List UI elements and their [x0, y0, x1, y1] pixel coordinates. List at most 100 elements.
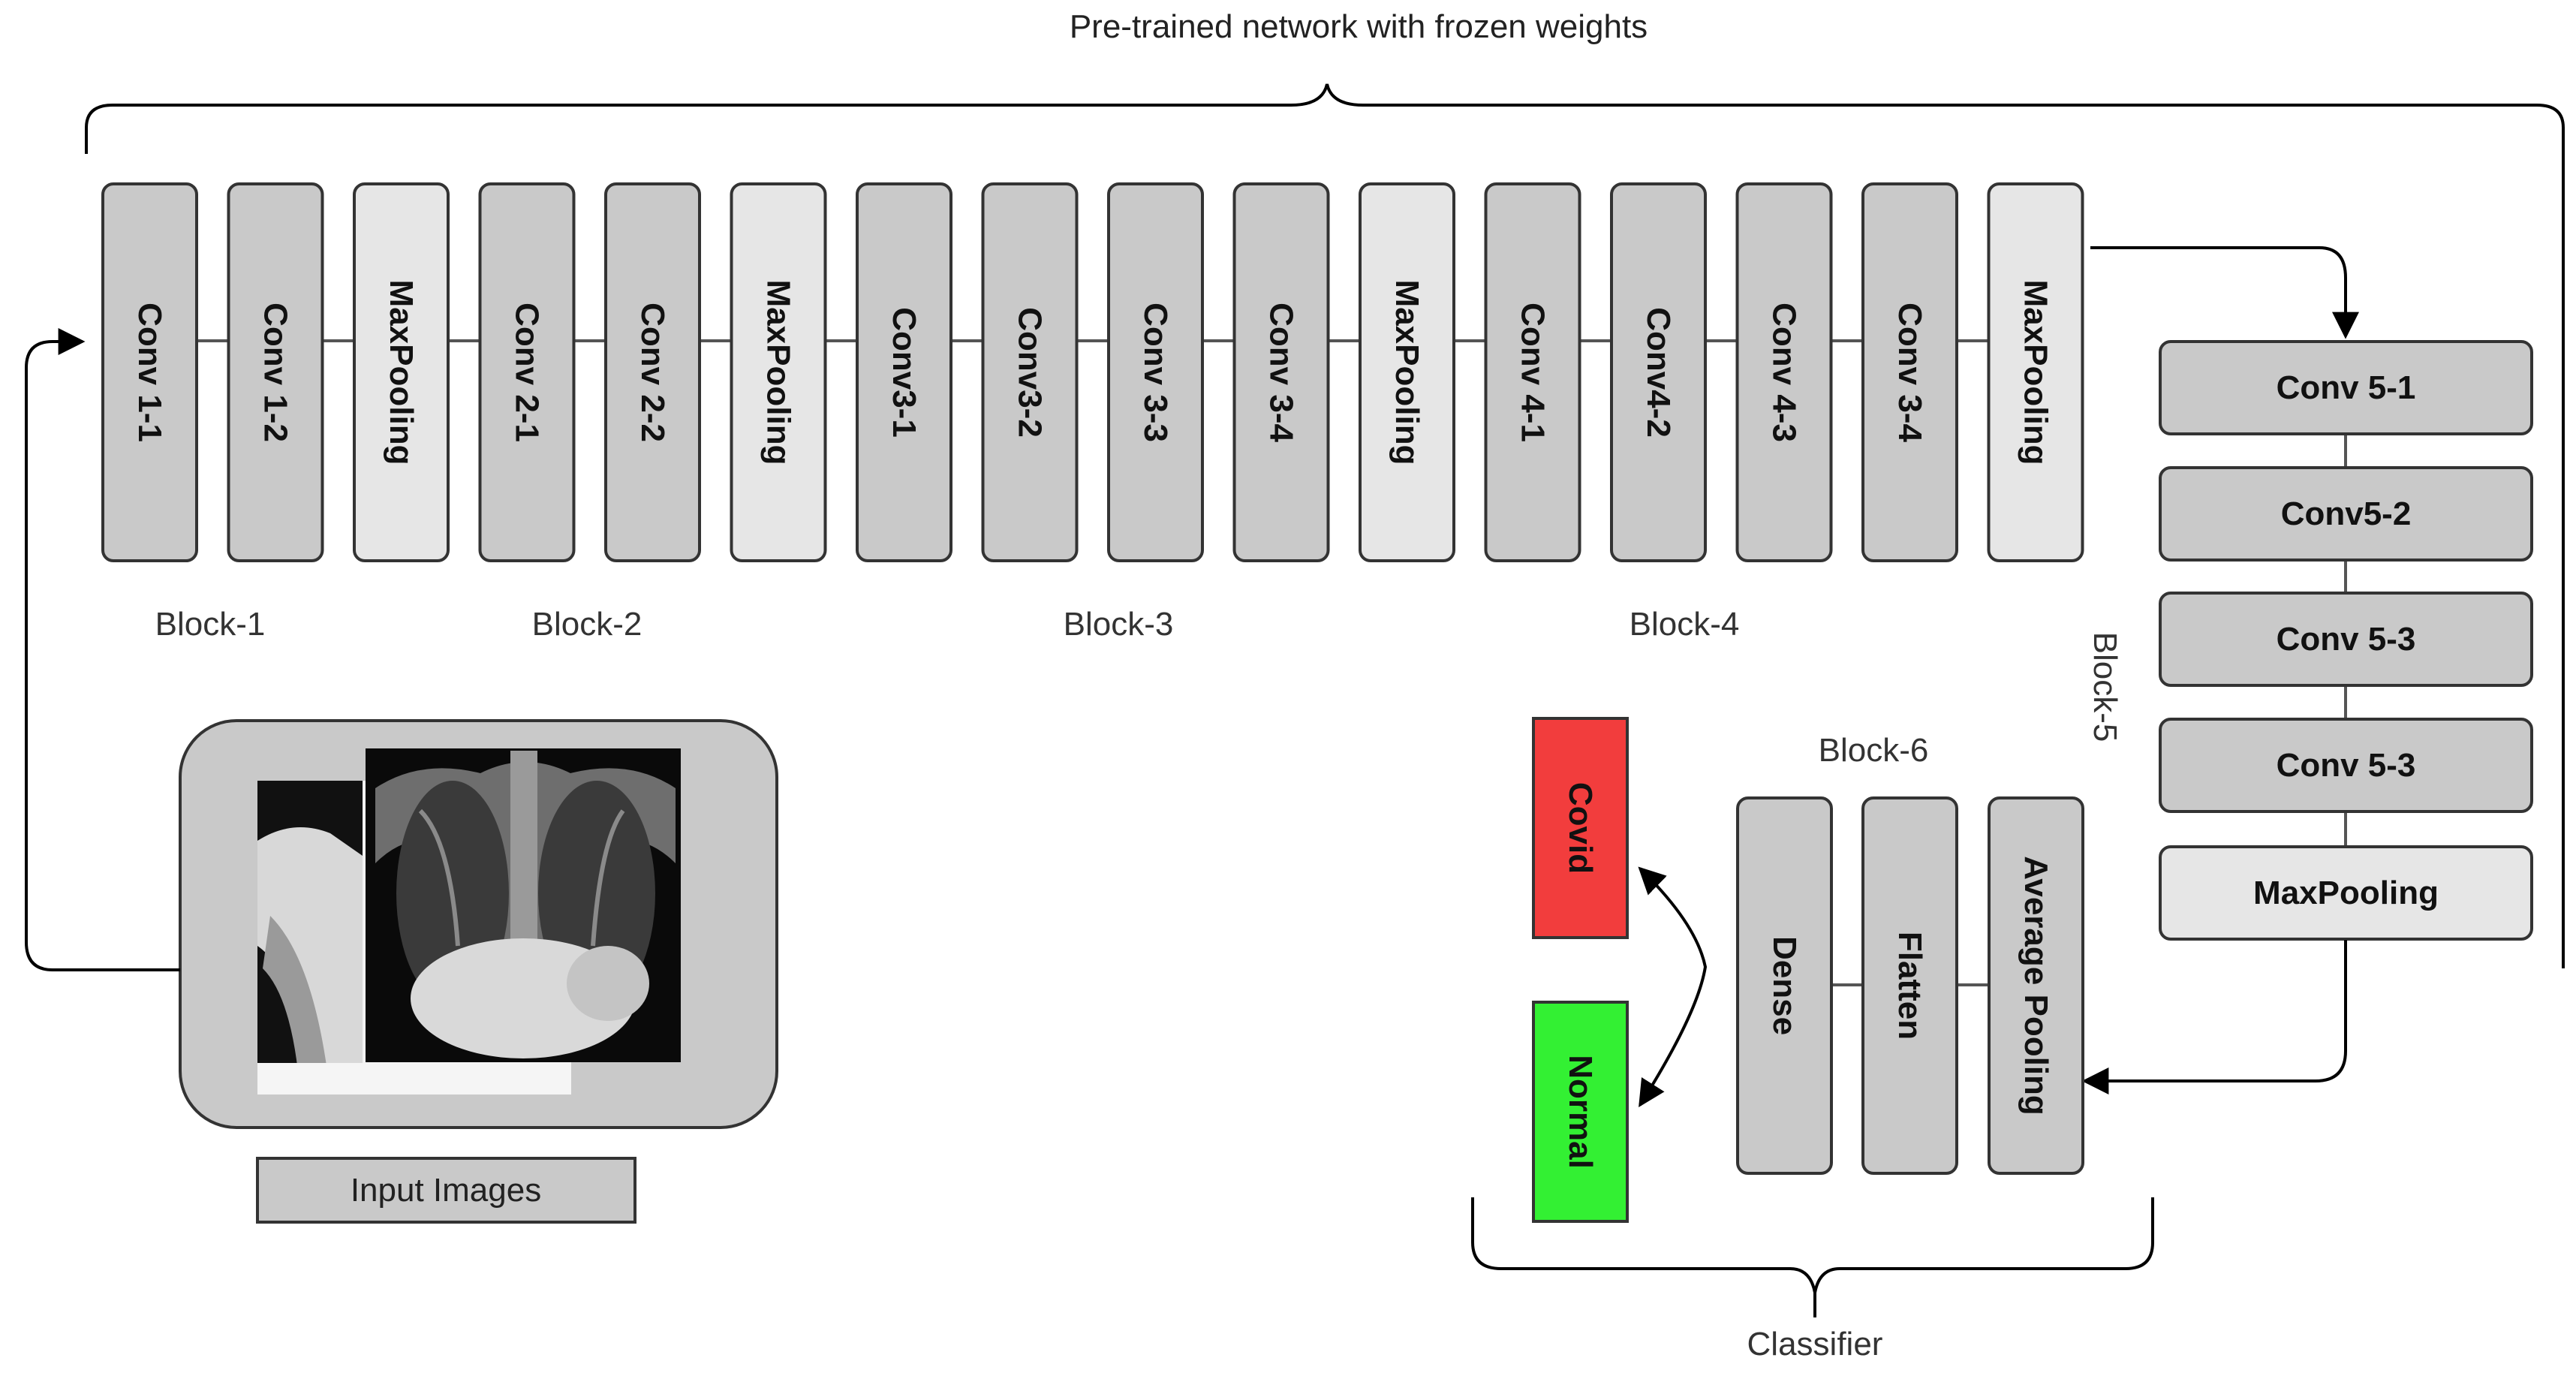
- block5-maxpooling-5: MaxPooling: [2159, 845, 2533, 941]
- block5-conv-5-3-4-label: Conv 5-3: [2277, 747, 2416, 784]
- layer-maxpooling-16-box: [1987, 182, 2084, 562]
- block5-conv-5-3-4-box: [2159, 718, 2533, 813]
- input-to-conv-arrow: [25, 328, 180, 971]
- layer-conv-3-3-9-box: [1107, 182, 1204, 562]
- block5-maxpooling-5-label: MaxPooling: [2253, 875, 2439, 911]
- layer-conv4-2-13-label: Conv4-2: [1640, 307, 1677, 438]
- block5-conv5-2-2-label: Conv5-2: [2281, 495, 2412, 532]
- layer-conv-3-4-15: Conv 3-4: [1861, 182, 1958, 562]
- xray-image-front: [366, 748, 681, 1062]
- block6-flatten-label: Flatten: [1891, 932, 1928, 1040]
- layer-maxpooling-11-label: MaxPooling: [1389, 280, 1425, 465]
- layer-maxpooling-11-box: [1359, 182, 1455, 562]
- block-5-label: Block-5: [2087, 632, 2123, 742]
- block5-to-block6-arrow: [2081, 940, 2347, 1094]
- output-covid-box: [1532, 717, 1629, 939]
- block6-average-pooling-label: Average Pooling: [2018, 856, 2054, 1116]
- layer-conv-1-1-1: Conv 1-1: [101, 182, 198, 562]
- block5-conv-5-1-1: Conv 5-1: [2159, 340, 2533, 435]
- block5-conv-5-3-4: Conv 5-3: [2159, 718, 2533, 813]
- block-3-label: Block-3: [1064, 606, 1174, 643]
- output-covid: Covid: [1532, 717, 1629, 939]
- layer-maxpooling-6-label: MaxPooling: [760, 280, 797, 465]
- layer-conv-3-4-10-label: Conv 3-4: [1263, 303, 1300, 442]
- block5-conv-5-1-1-box: [2159, 340, 2533, 435]
- layer-conv-4-1-12-box: [1484, 182, 1581, 562]
- layer-conv-2-1-4-label: Conv 2-1: [509, 303, 546, 442]
- layer-maxpooling-16: MaxPooling: [1987, 182, 2084, 562]
- block5-conv-5-1-1-label: Conv 5-1: [2277, 369, 2416, 406]
- layer-conv3-1-7: Conv3-1: [856, 182, 952, 562]
- output-covid-label: Covid: [1562, 782, 1599, 874]
- layer-conv-1-2-2-box: [227, 182, 324, 562]
- output-normal: Normal: [1532, 1001, 1629, 1223]
- layer-conv-3-4-15-label: Conv 3-4: [1891, 303, 1928, 442]
- block-6-label: Block-6: [1819, 732, 1929, 769]
- layer-conv-3-4-10: Conv 3-4: [1232, 182, 1330, 562]
- layer-maxpooling-16-label: MaxPooling: [2018, 280, 2054, 465]
- output-normal-box: [1532, 1001, 1629, 1223]
- layer-conv-2-2-5-box: [604, 182, 701, 562]
- layer-conv3-2-8: Conv3-2: [981, 182, 1079, 562]
- layer-conv-4-1-12-label: Conv 4-1: [1515, 303, 1551, 442]
- layer-conv3-2-8-label: Conv3-2: [1012, 307, 1049, 438]
- layer-conv3-1-7-label: Conv3-1: [886, 307, 922, 438]
- layer-conv-1-1-1-label: Conv 1-1: [131, 303, 168, 442]
- layer-conv-1-2-2-label: Conv 1-2: [257, 303, 294, 442]
- classifier-label: Classifier: [1747, 1326, 1883, 1362]
- layer-conv-3-3-9-label: Conv 3-3: [1137, 303, 1174, 442]
- block-2-label: Block-2: [532, 606, 642, 643]
- layer-conv-4-3-14: Conv 4-3: [1735, 182, 1833, 562]
- block6-flatten-box: [1861, 796, 1958, 1175]
- block-4-label: Block-4: [1630, 606, 1740, 643]
- block5-conv-5-3-3: Conv 5-3: [2159, 592, 2533, 687]
- block5-conv-5-3-3-box: [2159, 592, 2533, 687]
- layer-conv4-2-13: Conv4-2: [1610, 182, 1707, 562]
- top-to-block5-arrow: [2090, 246, 2359, 339]
- layer-maxpooling-3-box: [353, 182, 450, 562]
- top-row-layers: Conv 1-1 Conv 1-2 MaxPooling Conv 2-1 Conv 2…: [101, 182, 2084, 562]
- layer-maxpooling-11: MaxPooling: [1359, 182, 1455, 562]
- block6-average-pooling-box: [1988, 796, 2084, 1175]
- block6-dense-box: [1736, 796, 1833, 1175]
- layer-conv3-2-8-box: [981, 182, 1079, 562]
- layer-conv-4-1-12: Conv 4-1: [1484, 182, 1581, 562]
- layer-conv-2-1-4: Conv 2-1: [478, 182, 576, 562]
- block5-conv5-2-2: Conv5-2: [2159, 466, 2533, 562]
- layer-conv-1-1-1-box: [101, 182, 198, 562]
- input-images-label-box: [256, 1157, 636, 1224]
- diagram-title: Pre-trained network with frozen weights: [1070, 8, 1648, 45]
- layer-maxpooling-6-box: [730, 182, 827, 562]
- layer-conv-4-3-14-label: Conv 4-3: [1766, 303, 1803, 442]
- layer-maxpooling-6: MaxPooling: [730, 182, 827, 562]
- layer-conv3-1-7-box: [856, 182, 952, 562]
- layer-conv-3-3-9: Conv 3-3: [1107, 182, 1204, 562]
- layer-conv-1-2-2: Conv 1-2: [227, 182, 324, 562]
- output-normal-label: Normal: [1562, 1055, 1599, 1169]
- frozen-weights-brace: [85, 83, 2565, 968]
- block5-conv-5-3-3-label: Conv 5-3: [2277, 621, 2416, 658]
- layer-conv-3-4-10-box: [1232, 182, 1330, 562]
- block6-dense: Dense: [1736, 796, 1833, 1175]
- layer-conv4-2-13-box: [1610, 182, 1707, 562]
- layer-conv-3-4-15-box: [1861, 182, 1958, 562]
- block6-flatten: Flatten: [1861, 796, 1958, 1175]
- output-bidirectional-arrow: [1638, 866, 1708, 1108]
- block6-dense-label: Dense: [1766, 936, 1803, 1035]
- layer-conv-2-2-5-label: Conv 2-2: [634, 303, 671, 442]
- block6-layers: Dense Flatten Average Pooling: [1736, 796, 2084, 1175]
- block-1-label: Block-1: [155, 606, 266, 643]
- layer-maxpooling-3-label: MaxPooling: [383, 280, 420, 465]
- layer-conv-2-2-5: Conv 2-2: [604, 182, 701, 562]
- block6-average-pooling: Average Pooling: [1988, 796, 2084, 1175]
- layer-maxpooling-3: MaxPooling: [353, 182, 450, 562]
- block5-maxpooling-5-box: [2159, 845, 2533, 941]
- input-images-label: Input Images: [351, 1172, 541, 1209]
- layer-conv-4-3-14-box: [1735, 182, 1833, 562]
- layer-conv-2-1-4-box: [478, 182, 576, 562]
- block5-conv5-2-2-box: [2159, 466, 2533, 562]
